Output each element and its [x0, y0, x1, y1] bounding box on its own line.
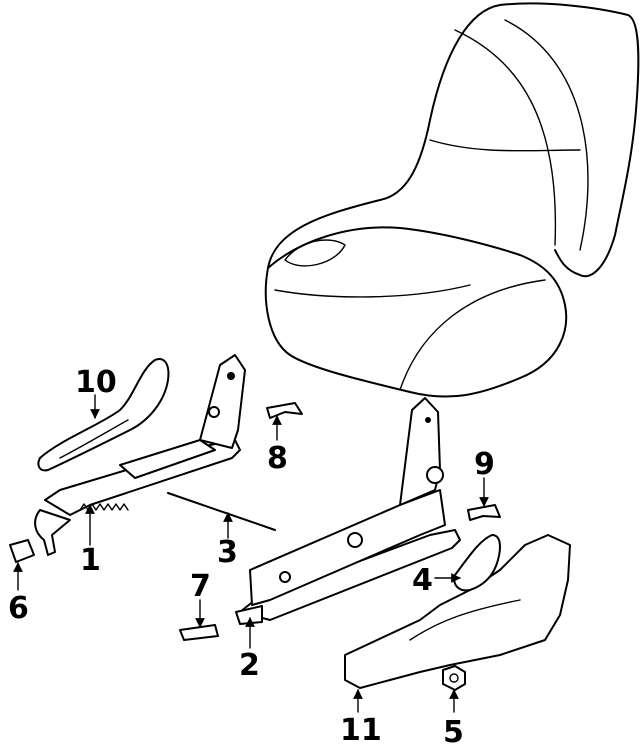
callout-3: 3	[217, 535, 238, 570]
side-shield-edge	[409, 599, 521, 641]
callouts: 1 2 3 4 5 6 7 8 9 10 11	[8, 365, 495, 749]
callout-5: 5	[443, 715, 464, 749]
callout-4: 4	[412, 563, 433, 598]
part-6-cap	[9, 539, 35, 563]
right-adjuster-bolt	[279, 571, 291, 583]
part-8-clip	[266, 402, 303, 419]
seat-back-seam-1	[429, 139, 581, 152]
seat-cushion-seam-3	[274, 284, 471, 298]
left-bracket-hole	[227, 372, 235, 380]
callout-9: 9	[474, 447, 495, 482]
part-5-nut-hole	[449, 673, 459, 683]
left-slide-block	[119, 439, 216, 479]
seat-cushion-seam	[284, 239, 346, 267]
recliner-cover	[37, 358, 170, 472]
callout-7: 7	[190, 569, 211, 604]
recliner-cover-detail	[59, 419, 129, 459]
cross-rod	[167, 492, 276, 531]
part-7-clip	[179, 624, 219, 641]
right-upright-bracket	[399, 397, 441, 506]
side-shield-assembly	[344, 534, 571, 689]
side-shield	[344, 534, 571, 689]
left-upright-bracket	[199, 354, 246, 449]
seat-back-seam-3	[504, 19, 589, 251]
leader-lines	[13, 394, 489, 713]
recline-lever	[453, 534, 501, 592]
callout-8: 8	[267, 441, 288, 476]
callout-2: 2	[239, 648, 260, 683]
callout-10: 10	[75, 365, 117, 400]
right-adjuster-knob	[347, 532, 363, 548]
right-rail-foot	[235, 605, 263, 625]
part-5-nut	[442, 665, 466, 691]
right-bracket-hole	[425, 417, 431, 423]
seat-assembly	[264, 2, 640, 398]
callout-1: 1	[80, 543, 101, 578]
left-latch-lever	[34, 509, 71, 556]
callout-11: 11	[340, 713, 382, 748]
part-9-clip	[467, 504, 501, 521]
right-seat-adjuster	[235, 397, 461, 625]
left-seat-adjuster	[34, 354, 246, 556]
seat-back-seam-2	[454, 29, 557, 246]
seat-cushion	[264, 226, 568, 398]
seat-back	[267, 2, 640, 278]
callout-6: 6	[8, 591, 29, 626]
left-bracket-bolt	[208, 406, 220, 418]
right-bracket-pivot	[426, 466, 444, 484]
seat-cushion-seam-2	[399, 279, 546, 391]
